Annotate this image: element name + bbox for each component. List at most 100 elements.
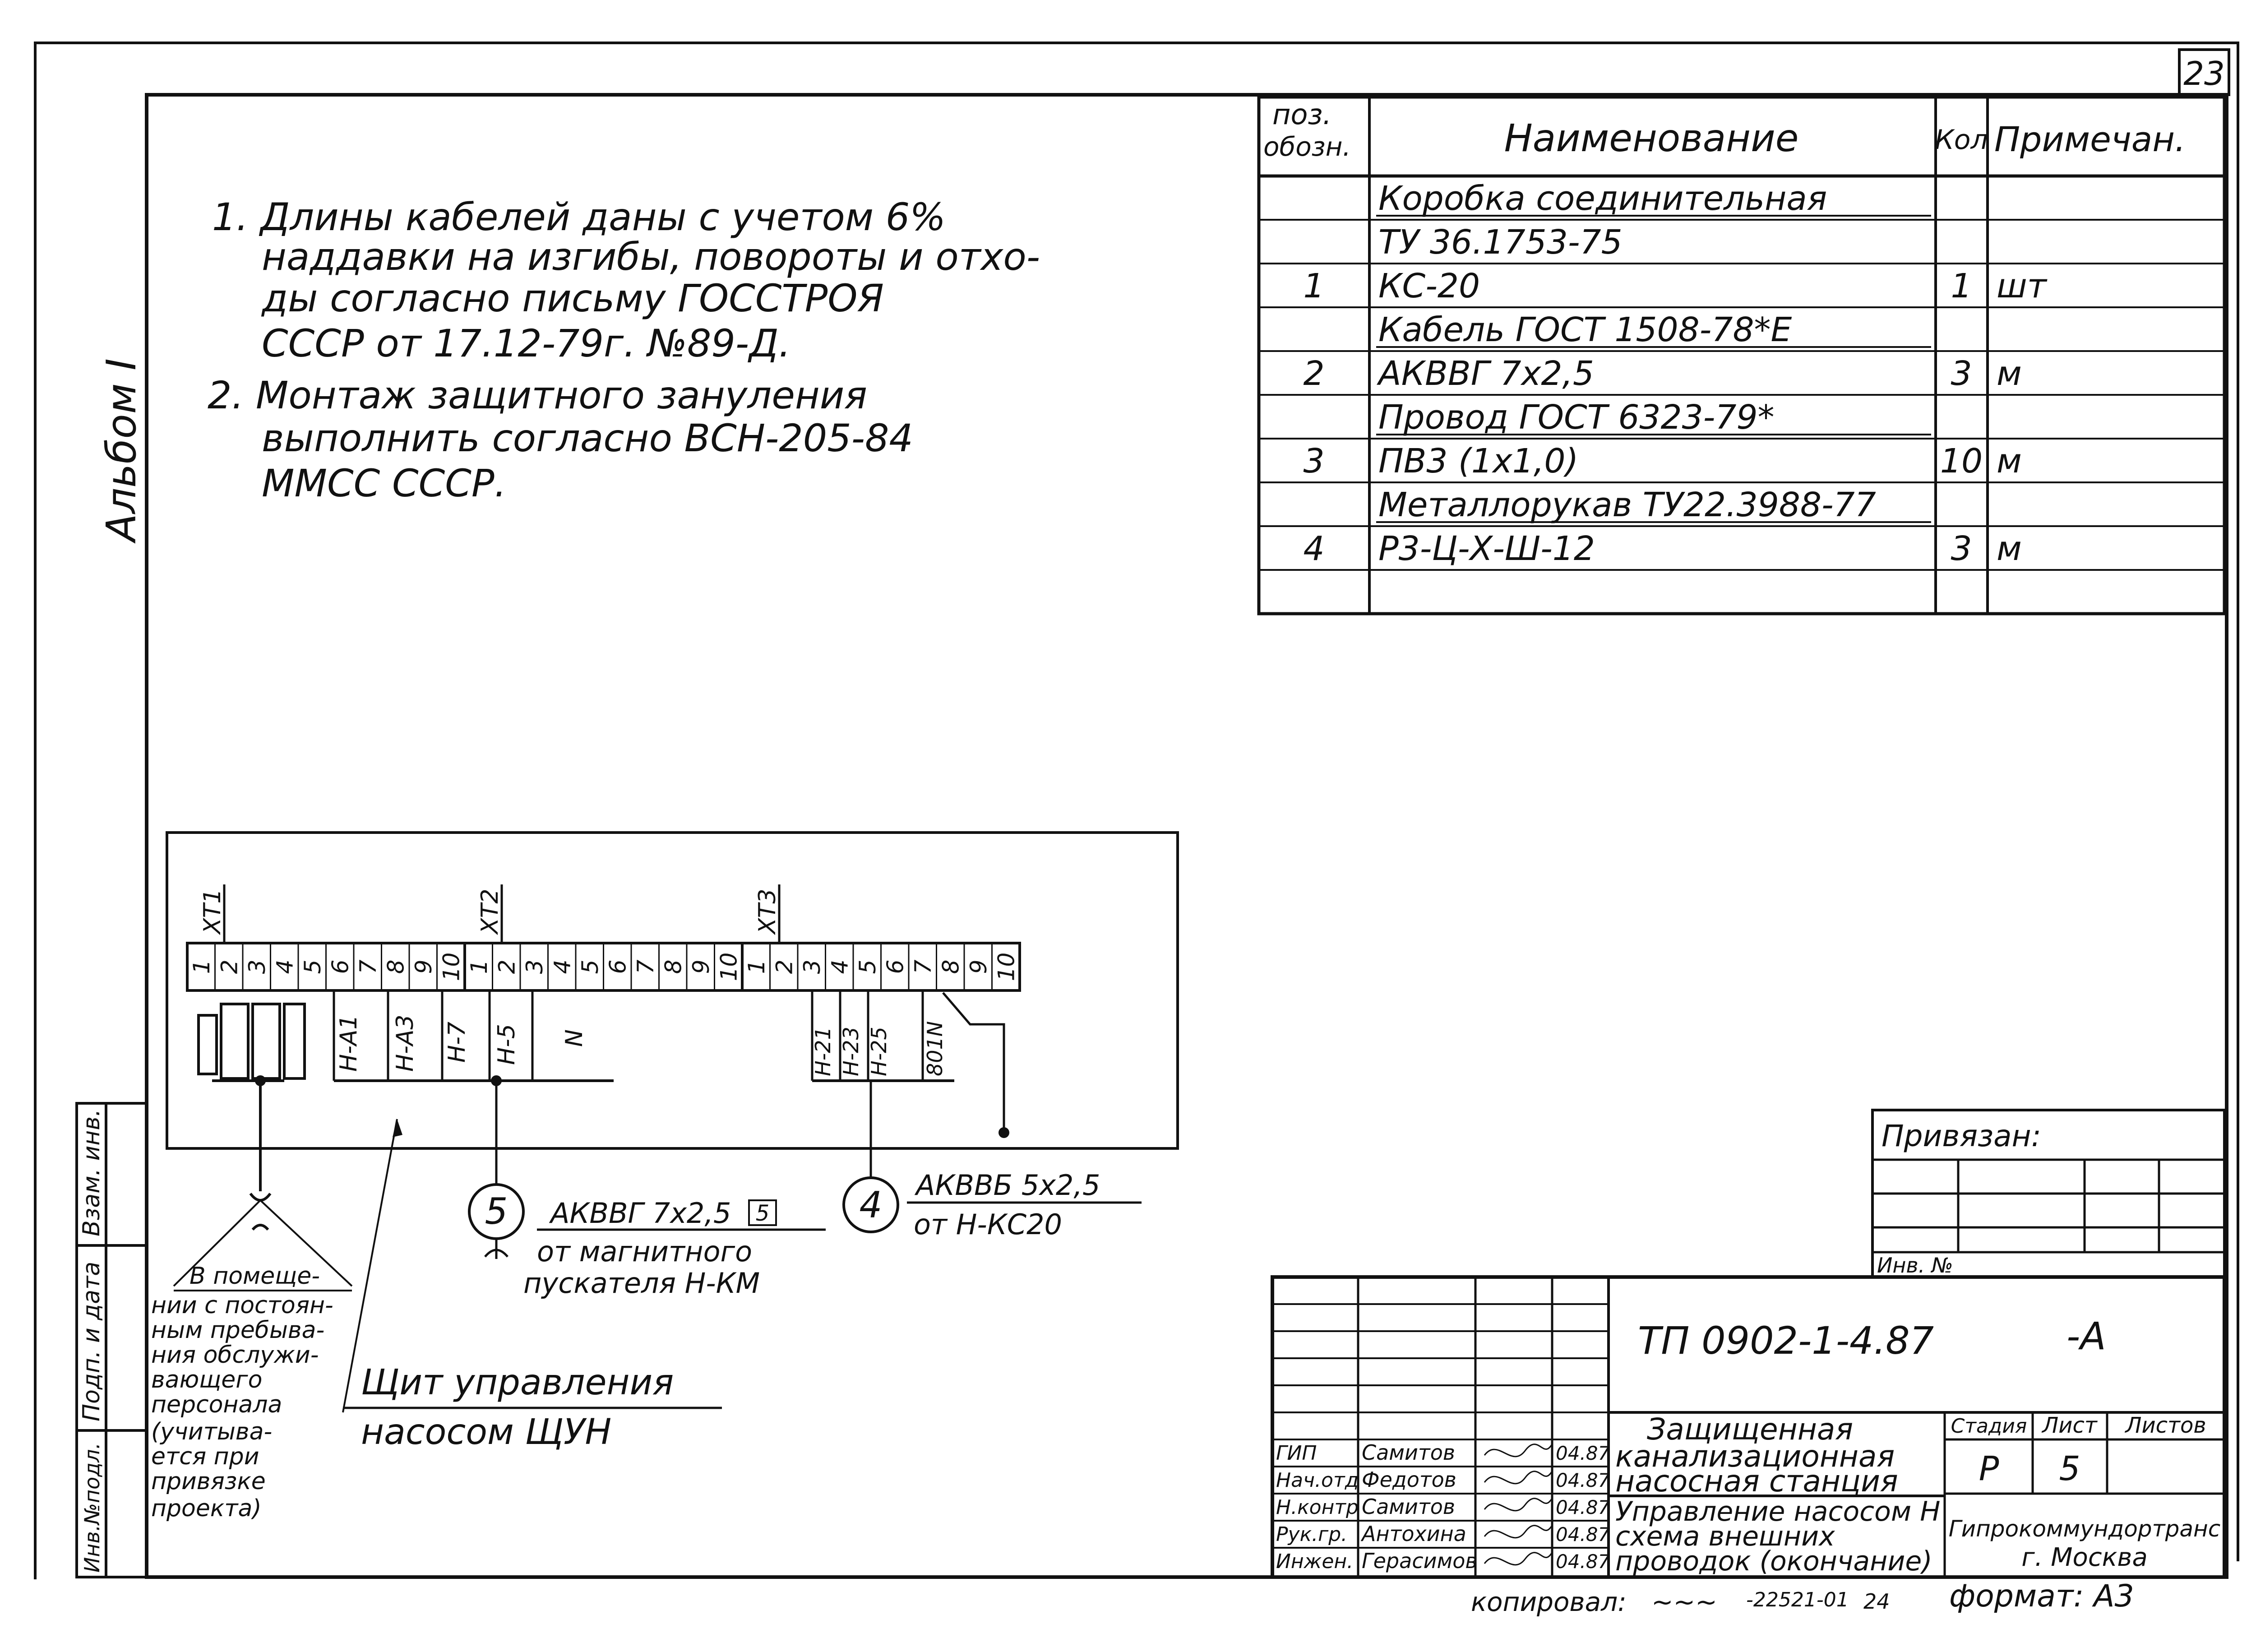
room-note-line: проекта) (151, 1495, 262, 1522)
control-panel (166, 831, 1179, 1150)
node-5: 5 (468, 1183, 525, 1240)
spec-cell-qty: 1 (1951, 267, 1972, 305)
spec-header-note: Примечан. (1994, 119, 2186, 159)
spec-cell-qty: 3 (1951, 354, 1972, 393)
person-role: Инжен. (1276, 1550, 1353, 1573)
terminal-number: 6 (327, 960, 353, 974)
person-name: Самитов (1362, 1440, 1455, 1465)
cable-4-source: от Н-КС20 (914, 1208, 1062, 1241)
note-line-4: СССР от 17.12-79г. №89-Д. (262, 321, 791, 366)
side-stamp-inv-orig: Инв.№подл. (80, 1443, 104, 1573)
spec-header-qty: Кол (1935, 124, 1988, 156)
sheet-title-1: Управление насосом Н (1615, 1496, 1940, 1527)
spec-cell-note: м (1997, 529, 2022, 568)
copy-code: -22521-01 (1746, 1588, 1849, 1611)
xt2-wires (333, 990, 614, 1259)
object-name-3: насосная станция (1615, 1464, 1898, 1499)
room-note-line: нии с постоян- (151, 1292, 333, 1319)
doc-code: ТП 0902-1-4.87 (1638, 1319, 1934, 1363)
side-stamp-replaced-inv: Взам. инв. (78, 1109, 105, 1236)
spec-cell-name: Металлорукав ТУ22.3988-77 (1378, 486, 1876, 524)
room-note-line: ным пребыва- (151, 1317, 324, 1344)
person-role: ГИП (1276, 1442, 1317, 1465)
room-note-line: ется при (151, 1443, 259, 1470)
cable-5-source-1: от магнитного (537, 1235, 752, 1268)
wire-label: Н-7 (444, 1022, 471, 1063)
copy-signature: ~~~ (1651, 1587, 1717, 1617)
wire-label: Н-23 (839, 1027, 863, 1076)
wire-label: Н-А3 (392, 1014, 419, 1072)
note-line-6: выполнить согласно ВСН-205-84 (262, 416, 913, 460)
terminal-number: 1 (466, 960, 492, 974)
cable-5-source-2: пускателя Н-КМ (523, 1267, 760, 1300)
spec-cell-name: Провод ГОСТ 6323-79* (1378, 398, 1775, 437)
notes: 1. Длины кабелей даны с учетом 6% наддав… (208, 195, 1040, 505)
room-note: В помеще- нии с постоян- ным пребыва- ни… (151, 1263, 333, 1522)
spec-cell-name: АКВВГ 7х2,5 (1377, 354, 1594, 393)
node-4: 4 (842, 1176, 899, 1233)
spec-cell-name: КС-20 (1378, 267, 1480, 305)
spec-cell-pos: 3 (1303, 442, 1324, 481)
xt3-wire-labels: Н-21 Н-23 Н-25 801N (811, 1021, 947, 1076)
terminal-number: 3 (522, 960, 548, 974)
sheet-header: Лист (2041, 1413, 2098, 1438)
terminal-number: 2 (771, 960, 797, 974)
side-stamp-sign-date: Подп. и дата (78, 1262, 105, 1421)
signature (1484, 1552, 1553, 1566)
title-block (1271, 1275, 2226, 1579)
format-label: формат: А3 (1949, 1578, 2134, 1614)
spec-cell-note: м (1997, 442, 2022, 481)
terminal-number: 5 (300, 960, 326, 974)
terminal-number: 10 (716, 953, 742, 981)
terminal-number: 4 (827, 960, 853, 974)
spec-cell-name: Кабель ГОСТ 1508-78*Е (1378, 310, 1792, 349)
person-role: Рук.гр. (1276, 1523, 1347, 1546)
person-date: 04.87 (1556, 1496, 1610, 1518)
spec-header-name: Наименование (1504, 116, 1799, 160)
person-date: 04.87 (1556, 1523, 1610, 1546)
person-date: 04.87 (1556, 1442, 1610, 1464)
note-line-2: наддавки на изгибы, повороты и отхо- (262, 235, 1040, 279)
org-name: Гипрокоммундортранс (1949, 1516, 2220, 1542)
terminal-number: 8 (938, 960, 964, 974)
terminal-number: 8 (660, 960, 686, 974)
room-note-line: персонала (151, 1391, 282, 1418)
person-role: Н.контр (1276, 1496, 1359, 1519)
signature (1484, 1498, 1553, 1512)
terminal-number: 4 (272, 960, 298, 974)
spec-cell-note: м (1997, 354, 2022, 393)
person-name: Самитов (1362, 1495, 1455, 1519)
side-stamp (75, 1102, 148, 1578)
terminal-number: 3 (799, 960, 825, 974)
note-line-7: ММСС СССР. (262, 461, 506, 505)
copy-number: 24 (1863, 1589, 1890, 1614)
spec-cell-qty: 10 (1940, 442, 1983, 481)
wire-label: Н-25 (867, 1027, 891, 1076)
terminal-number: 5 (577, 960, 603, 974)
page-number: 23 (2183, 55, 2225, 93)
signature (1484, 1471, 1553, 1485)
strip-labels: ХТ1 ХТ2 ХТ3 (199, 889, 781, 935)
terminal-number: 2 (494, 960, 520, 974)
binding-title: Привязан: (1882, 1119, 2041, 1153)
terminal-number: 1 (189, 960, 215, 974)
album-label: Альбом I (98, 358, 145, 544)
cable-5-ref: 5 (756, 1201, 770, 1226)
signature (1484, 1444, 1553, 1458)
cable-5-type: АКВВГ 7х2,5 (549, 1197, 731, 1230)
panel-name-2: насосом ЩУН (361, 1412, 611, 1453)
spec-table: поз. обозн. Наименование Кол Примечан. К… (1257, 95, 2226, 615)
sheets-header: Листов (2124, 1413, 2206, 1438)
terminal-number: 1 (744, 960, 770, 974)
terminal-number: 10 (438, 953, 464, 981)
terminal-number: 6 (605, 960, 631, 974)
binding-block (1871, 1109, 2226, 1278)
node-5-label: 5 (485, 1190, 508, 1232)
object-name-1: Защищенная (1647, 1412, 1853, 1447)
spec-header-pos-1: поз. (1272, 98, 1331, 131)
cable-4-type: АКВВБ 5х2,5 (914, 1169, 1100, 1202)
terminal-number: 9 (411, 960, 437, 974)
spec-cell-name: ПВ3 (1х1,0) (1378, 442, 1578, 481)
terminal-number: 3 (244, 960, 270, 974)
